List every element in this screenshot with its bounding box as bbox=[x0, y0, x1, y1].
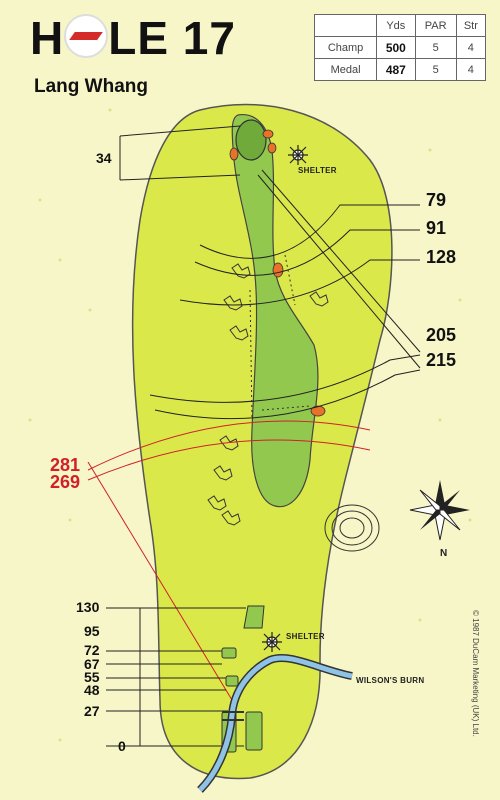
par-value: 5 bbox=[414, 58, 457, 81]
distance-label-128: 128 bbox=[426, 247, 457, 267]
scorecard-row-champ: Champ 500 5 4 bbox=[313, 36, 487, 59]
hole-title: H LE 17 bbox=[30, 14, 236, 61]
course-logo-icon bbox=[64, 14, 109, 58]
distance-label-281: 281 bbox=[50, 455, 81, 475]
scorecard-header-yds: Yds bbox=[376, 14, 416, 37]
distance-label-269: 269 bbox=[50, 472, 81, 492]
scorecard-header-blank bbox=[313, 14, 378, 37]
tee-box-72 bbox=[221, 647, 237, 659]
scorecard-table: Yds PAR Str Champ 500 5 4 Medal 487 5 4 bbox=[313, 14, 487, 81]
tee-box-55 bbox=[225, 675, 239, 687]
tee-name: Champ bbox=[313, 36, 378, 59]
shelter-bottom-icon bbox=[262, 632, 282, 652]
distance-label-91: 91 bbox=[426, 218, 447, 238]
red-distance-arcs bbox=[87, 420, 371, 701]
distance-label-205: 205 bbox=[426, 325, 457, 345]
scorecard-header-str: Str bbox=[455, 14, 487, 37]
compass-rose-icon bbox=[409, 480, 470, 541]
trees bbox=[207, 263, 329, 526]
stroke-index-value: 4 bbox=[455, 36, 487, 59]
scorecard-row-medal: Medal 487 5 4 bbox=[313, 58, 487, 81]
tee-yardage-95: 95 bbox=[84, 623, 100, 639]
stroke-index-value: 4 bbox=[455, 58, 487, 81]
tee-box-130 bbox=[243, 605, 265, 629]
tee-name: Medal bbox=[313, 58, 378, 81]
hill-contours bbox=[324, 504, 380, 552]
distance-label-215: 215 bbox=[426, 350, 457, 370]
tee-yardage-48: 48 bbox=[84, 682, 100, 698]
fairway bbox=[231, 114, 319, 508]
shelter-top-label: SHELTER bbox=[298, 166, 337, 175]
compass-north-label: N bbox=[440, 548, 448, 559]
green-depth-bracket bbox=[119, 125, 241, 181]
putting-green bbox=[235, 119, 267, 161]
tee-yardage-27: 27 bbox=[84, 703, 100, 719]
greenside-bunker-right bbox=[262, 129, 274, 139]
burn-label: WILSON'S BURN bbox=[356, 676, 425, 685]
shelter-bottom-label: SHELTER bbox=[286, 632, 325, 641]
par-value: 5 bbox=[414, 36, 457, 59]
yards-value: 500 bbox=[376, 36, 416, 59]
scorecard-header-par: PAR bbox=[414, 14, 457, 37]
tee-box-0 bbox=[245, 711, 263, 751]
tee-yardage-67: 67 bbox=[84, 656, 100, 672]
scorecard-header-row: Yds PAR Str bbox=[313, 14, 487, 37]
distance-arcs bbox=[149, 169, 421, 420]
tee-yardage-72: 72 bbox=[84, 642, 100, 658]
tee-yardage-55: 55 bbox=[84, 669, 100, 685]
yards-value: 487 bbox=[376, 58, 416, 81]
greenside-bunker-left bbox=[229, 147, 239, 161]
fairway-bunker-mid bbox=[272, 262, 284, 278]
distance-label-79: 79 bbox=[426, 190, 447, 210]
hole-title-suffix: LE 17 bbox=[108, 12, 236, 64]
background-texture bbox=[28, 108, 472, 742]
shelter-top-icon bbox=[288, 145, 308, 165]
greenside-bunker-right-2 bbox=[267, 142, 277, 154]
fairway-bunker-low bbox=[310, 405, 326, 417]
tee-yardage-0: 0 bbox=[118, 738, 126, 754]
hatched-mounds bbox=[249, 254, 311, 421]
green-depth-label: 34 bbox=[96, 150, 112, 166]
copyright-text: © 1987 DuCam Marketing (UK) Ltd. bbox=[471, 610, 480, 737]
hole-title-prefix: H bbox=[30, 12, 65, 64]
tee-yardage-lines bbox=[106, 607, 246, 747]
hole-name: Lang Whang bbox=[34, 76, 148, 97]
tee-yardage-130: 130 bbox=[76, 599, 100, 615]
